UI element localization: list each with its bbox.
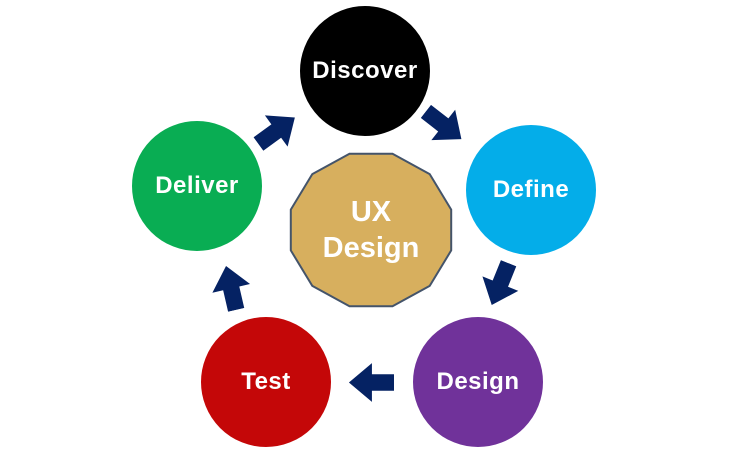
stage-node-test: Test	[199, 315, 333, 449]
stage-label-design: Design	[436, 368, 520, 395]
center-dodecagon	[289, 152, 453, 308]
arrow-shape	[482, 260, 519, 305]
center-dodecagon-shape	[289, 152, 453, 308]
center-label-line1: UX	[350, 195, 392, 228]
stage-node-define: Define	[464, 123, 598, 257]
arrow-define-to-design-icon	[472, 255, 527, 313]
center-label: UX Design	[285, 148, 457, 312]
arrow-test-to-deliver-icon	[206, 260, 256, 314]
center-label-line2: Design	[322, 232, 420, 264]
stage-label-discover: Discover	[312, 57, 418, 84]
arrow-discover-to-define-icon	[413, 95, 474, 156]
stage-label-test: Test	[241, 368, 291, 395]
stage-node-design: Design	[411, 315, 545, 449]
arrow-design-to-test-icon	[348, 362, 394, 403]
stage-label-define: Define	[492, 176, 570, 203]
arrow-shape	[212, 265, 251, 312]
arrow-shape	[348, 363, 394, 402]
stage-label-deliver: Deliver	[155, 172, 239, 199]
stage-node-deliver: Deliver	[130, 119, 264, 253]
arrow-shape	[253, 115, 295, 151]
stage-node-discover: Discover	[298, 4, 432, 138]
arrow-deliver-to-discover-icon	[246, 100, 307, 160]
arrow-shape	[420, 104, 462, 141]
